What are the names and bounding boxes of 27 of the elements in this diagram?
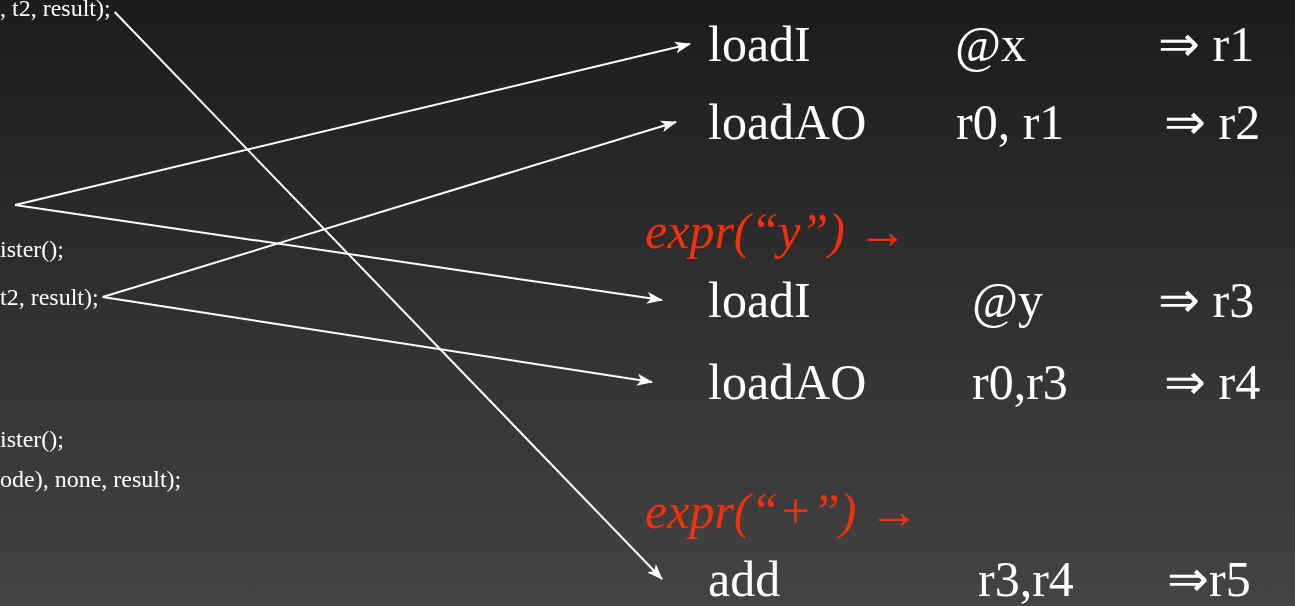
mnemonic-text: loadI <box>708 17 811 71</box>
code-text: t2, result); <box>0 283 99 311</box>
mnemonic-text: loadI <box>708 273 811 327</box>
arrow <box>14 204 663 304</box>
target-register-text: ⇒r5 <box>1167 552 1251 606</box>
expression-label: expr(“y”) → <box>645 204 908 258</box>
target-register-text: ⇒ r3 <box>1158 273 1255 327</box>
arrow <box>101 296 653 386</box>
operand-text: @y <box>972 273 1044 327</box>
arrow <box>101 120 677 298</box>
arrow <box>113 11 663 580</box>
code-text: ister(); <box>0 235 64 263</box>
target-register-text: ⇒ r4 <box>1164 355 1261 409</box>
code-text: ister(); <box>0 425 64 453</box>
target-register-text: ⇒ r1 <box>1158 17 1255 71</box>
operand-text: @x <box>955 17 1027 71</box>
target-register-text: ⇒ r2 <box>1164 95 1261 149</box>
mnemonic-text: loadAO <box>708 95 867 149</box>
operand-text: r0, r1 <box>956 95 1065 149</box>
mnemonic-text: loadAO <box>708 355 867 409</box>
code-text: ode), none, result); <box>0 465 182 493</box>
expression-label: expr(“+”) → <box>645 484 919 538</box>
mnemonic-text: add <box>708 552 781 606</box>
arrow <box>14 41 691 206</box>
operand-text: r0,r3 <box>972 355 1068 409</box>
code-text: , t2, result); <box>0 0 111 22</box>
operand-text: r3,r4 <box>978 552 1074 606</box>
